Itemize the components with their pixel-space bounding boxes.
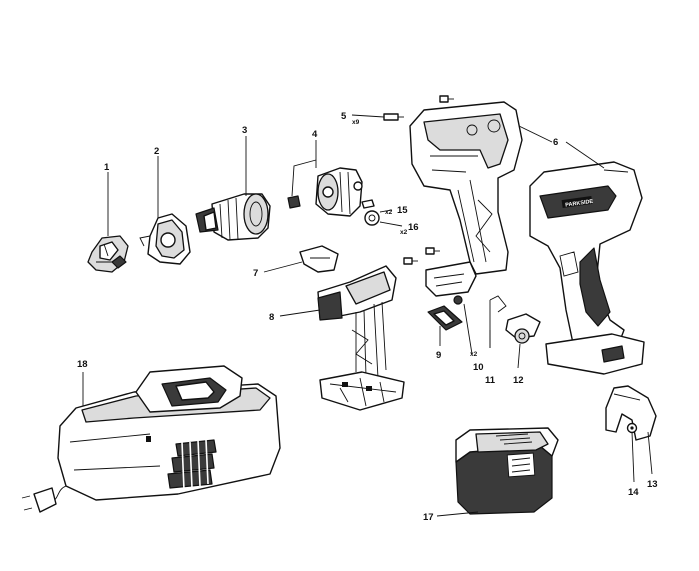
callout-15: 15 <box>397 205 408 216</box>
callout-18: 18 <box>77 359 88 370</box>
part-12-direction-switch <box>505 313 541 344</box>
housing-screws <box>403 95 454 265</box>
callout-6: 6 <box>553 137 558 148</box>
part-7-switch-cover <box>299 245 339 273</box>
callout-14: 14 <box>628 487 639 498</box>
part-11-clip <box>489 295 507 348</box>
part-2-gear-cover <box>139 213 191 265</box>
part-5-screw <box>383 113 404 121</box>
part-9-latch <box>427 305 463 331</box>
part-4-motor <box>287 167 363 217</box>
part-10-spring <box>453 295 463 305</box>
callout-8: 8 <box>269 312 274 323</box>
part-15-small-screw <box>361 199 375 209</box>
brand-mark: PARKSIDE <box>561 195 594 209</box>
callout-10: 10 <box>473 362 484 373</box>
callout-16-qty: x2 <box>400 229 408 236</box>
callout-5-qty: x9 <box>352 119 360 126</box>
brand-mark-text: PARKSIDE <box>565 199 594 209</box>
callout-16: 16 <box>408 222 419 233</box>
callout-9: 9 <box>436 350 441 361</box>
callout-3: 3 <box>242 125 247 136</box>
callout-5: 5 <box>341 111 347 122</box>
callout-labels: 1 2 3 4 5 x9 6 7 8 9 10 x2 11 12 13 14 1… <box>77 111 658 523</box>
callout-13: 13 <box>647 479 658 490</box>
part-8-switch-assembly <box>317 265 405 411</box>
part-1-end-cap <box>87 235 129 273</box>
charger-vents <box>167 439 217 491</box>
callout-4: 4 <box>312 129 318 140</box>
callout-7: 7 <box>253 268 258 279</box>
leader-lines <box>82 114 653 517</box>
part-6-housing-left-half <box>409 101 523 297</box>
part-6-housing-right-half: PARKSIDE <box>529 161 645 375</box>
part-14-clip-screw <box>626 422 638 434</box>
part-18-charger <box>21 365 281 513</box>
callout-1: 1 <box>104 162 110 173</box>
callout-17: 17 <box>423 512 434 523</box>
part-13-belt-clip <box>605 385 657 441</box>
callout-2: 2 <box>154 146 159 157</box>
callout-12: 12 <box>513 375 524 386</box>
part-16-bearing <box>364 210 380 226</box>
part-3-impact-mechanism <box>195 193 271 241</box>
charger-plug <box>21 487 57 513</box>
callout-10-qty: x2 <box>470 351 478 358</box>
callout-11: 11 <box>485 375 496 386</box>
part-17-battery <box>455 427 559 515</box>
callout-15-qty: x2 <box>385 209 393 216</box>
